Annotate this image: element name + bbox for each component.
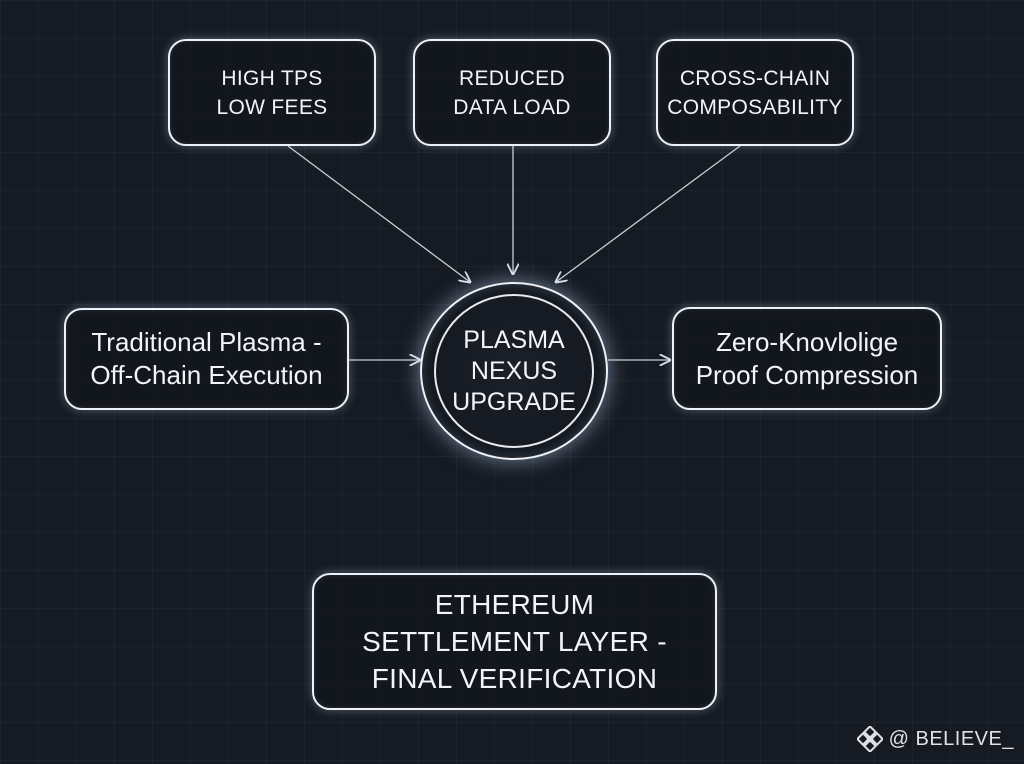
node-line: Traditional Plasma - bbox=[91, 327, 322, 357]
node-line: LOW FEES bbox=[216, 95, 328, 119]
node-traditional-plasma: Traditional Plasma - Off-Chain Execution bbox=[64, 308, 349, 410]
node-line: FINAL VERIFICATION bbox=[371, 663, 658, 694]
node-line: REDUCED bbox=[459, 66, 565, 90]
node-line: HIGH TPS bbox=[221, 66, 323, 90]
hub-plasma-nexus-upgrade: PLASMA NEXUS UPGRADE bbox=[434, 294, 594, 448]
hub-line: UPGRADE bbox=[452, 387, 576, 416]
node-high-tps-low-fees: HIGH TPS LOW FEES bbox=[168, 39, 376, 146]
watermark: @ BELIEVE_ bbox=[856, 726, 1014, 752]
hub-line: NEXUS bbox=[470, 356, 558, 385]
node-line: Proof Compression bbox=[695, 359, 919, 390]
node-cross-chain-composability: CROSS-CHAIN COMPOSABILITY bbox=[656, 39, 854, 146]
watermark-text: @ BELIEVE_ bbox=[888, 727, 1014, 750]
node-line: CROSS-CHAIN bbox=[679, 66, 831, 90]
arrow-high-tps-to-hub bbox=[287, 145, 470, 282]
arrow-cross-chain-to-hub bbox=[556, 145, 741, 282]
node-line: DATA LOAD bbox=[453, 95, 571, 119]
node-line: Off-Chain Execution bbox=[90, 360, 323, 390]
node-line: SETTLEMENT LAYER - bbox=[362, 626, 667, 657]
node-line: Zero-Knovlolige bbox=[715, 326, 899, 357]
binance-logo-icon bbox=[856, 726, 883, 752]
hub-line: PLASMA bbox=[463, 325, 565, 354]
node-line: COMPOSABILITY bbox=[667, 95, 843, 119]
node-line: ETHEREUM bbox=[434, 589, 595, 620]
node-zero-knowledge-proof: Zero-Knovlolige Proof Compression bbox=[672, 307, 942, 410]
node-ethereum-settlement-layer: ETHEREUM SETTLEMENT LAYER - FINAL VERIFI… bbox=[312, 573, 717, 710]
node-reduced-data-load: REDUCED DATA LOAD bbox=[413, 39, 611, 146]
